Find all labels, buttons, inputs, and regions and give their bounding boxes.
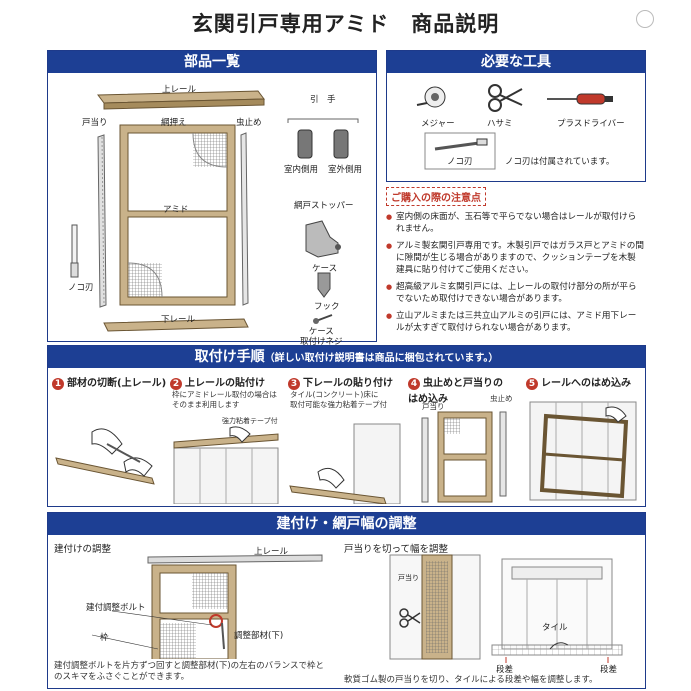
hook-icon [317, 272, 331, 298]
step-4-callout-left: 戸当り [422, 402, 445, 411]
tools-panel: 必要な工具 メジャー ハサミ プラスドライバー ノコ刃 ノコ刃は付属されています… [386, 50, 646, 182]
label-handle-outdoor: 室外側用 [328, 165, 363, 175]
tools-heading: 必要な工具 [387, 51, 645, 73]
label-handle-indoor: 室内側用 [284, 165, 319, 175]
label-stopper-heading: 網戸ストッパー [294, 201, 354, 211]
label-tile: タイル [542, 623, 568, 633]
tools-illustration [416, 84, 613, 170]
adjust-heading: 建付け・網戸幅の調整 [48, 513, 645, 535]
label-adjust-frame: 枠 [100, 633, 109, 643]
label-saw-blade-tool: ノコ刃 [447, 157, 473, 167]
label-case-screw: ケース 取付けネジ [300, 327, 343, 347]
screen-door-icon [119, 124, 236, 306]
scissors-cut-icon [399, 608, 421, 628]
label-screen-holder: 網押え [161, 118, 187, 128]
label-adjust-part: 調整部材(下) [234, 631, 284, 641]
adjust-left-illustration [91, 554, 323, 659]
door-stop-icon [97, 134, 107, 308]
step-2-callout: 強力粘着テープ付 [222, 417, 278, 425]
lower-rail-icon [103, 318, 249, 332]
label-insect-stop: 虫止め [236, 118, 262, 128]
driver-icon [547, 93, 613, 105]
note-item: 室内側の床面が、玉石等で平らでない場合はレールが取付けられません。 [386, 211, 644, 235]
label-screen: アミド [163, 205, 189, 215]
note-item: アルミ製玄関引戸専用です。木製引戸ではガラス戸とアミドの間に隙間が生じる場合があ… [386, 240, 644, 276]
label-measure: メジャー [421, 119, 455, 129]
parts-panel: 部品一覧 [47, 50, 377, 347]
scissors-icon [488, 84, 523, 112]
step-1-illustration [55, 428, 155, 485]
label-step-b: 段差 [600, 665, 618, 675]
adjust-right-title: 戸当りを切って幅を調整 [344, 544, 449, 555]
label-door-stop: 戸当り [82, 118, 108, 128]
step-3-caption: タイル(コンクリート)床に 取付可能な強力粘着テープ付 [290, 390, 388, 409]
handle-outdoor-icon [333, 129, 349, 159]
step-3-illustration [289, 423, 401, 504]
step-5-illustration [529, 401, 637, 501]
upper-rail-icon [97, 90, 265, 110]
label-case: ケース [312, 264, 338, 274]
page-title: 玄関引戸専用アミド 商品説明 [191, 12, 500, 36]
label-saw-note: ノコ刃は付属されています。 [505, 157, 615, 167]
saw-blade-icon [70, 224, 79, 278]
label-step-a: 段差 [496, 665, 514, 675]
step-2-caption: 枠にアミドレール取付の場合は そのまま利用します [172, 390, 277, 409]
label-hook: フック [314, 302, 340, 312]
adjust-left-title: 建付けの調整 [54, 544, 112, 555]
steps-heading: 取付け手順（詳しい取付け説明書は商品に梱包されています。） [48, 346, 645, 368]
label-scissors: ハサミ [487, 119, 513, 129]
adjust-right-illustration [389, 554, 623, 663]
parts-illustration [70, 90, 359, 332]
label-upper-rail: 上レール [162, 85, 197, 95]
adjust-left-caption: 建付調整ボルトを片方ずつ回すと調整部材(下)の左右のバランスで枠とのスキマをふさ… [54, 661, 324, 682]
label-saw-blade: ノコ刃 [68, 283, 94, 293]
screw-icon [313, 314, 333, 324]
notes-heading: ご購入の際の注意点 [386, 187, 486, 206]
steps-heading-note: （詳しい取付け説明書は商品に梱包されています。） [264, 353, 499, 364]
stopper-case-icon [305, 220, 341, 258]
step-2-illustration [173, 426, 279, 504]
parts-heading: 部品一覧 [48, 51, 376, 73]
step-4-illustration [421, 411, 507, 503]
steps-heading-title: 取付け手順 [194, 349, 265, 365]
label-adjust-bolt: 建付調整ボルト [86, 603, 146, 613]
adjust-panel: 建付け・網戸幅の調整 建付けの調整 上レール 建付調整ボルト 枠 調整部材(下)… [47, 512, 646, 689]
label-handle-heading: 引 手 [310, 95, 336, 105]
label-right-door-stop: 戸当り [398, 574, 419, 582]
step-4-callout-right: 虫止め [490, 394, 513, 403]
label-driver: プラスドライバー [557, 119, 625, 129]
insect-stop-icon [240, 132, 249, 306]
handle-indoor-icon [297, 129, 313, 159]
measure-icon [416, 86, 446, 108]
saw-blade-tool-icon [434, 138, 488, 151]
corner-circle-icon [636, 10, 654, 28]
adjust-right-caption: 軟質ゴム製の戸当りを切り、タイルによる段差や幅を調整します。 [344, 675, 598, 685]
note-item: 立山アルミまたは三共立山アルミの引戸には、アミド用下レールが太すぎて取付けられな… [386, 310, 644, 334]
notes-section: ご購入の際の注意点 室内側の床面が、玉石等で平らでない場合はレールが取付けられま… [386, 186, 644, 340]
label-adjust-upper-rail: 上レール [254, 547, 289, 557]
label-lower-rail: 下レール [161, 315, 196, 325]
note-item: 超高級アルミ玄関引戸には、上レールの取付け部分の所が平らでないため取付けできない… [386, 281, 644, 305]
